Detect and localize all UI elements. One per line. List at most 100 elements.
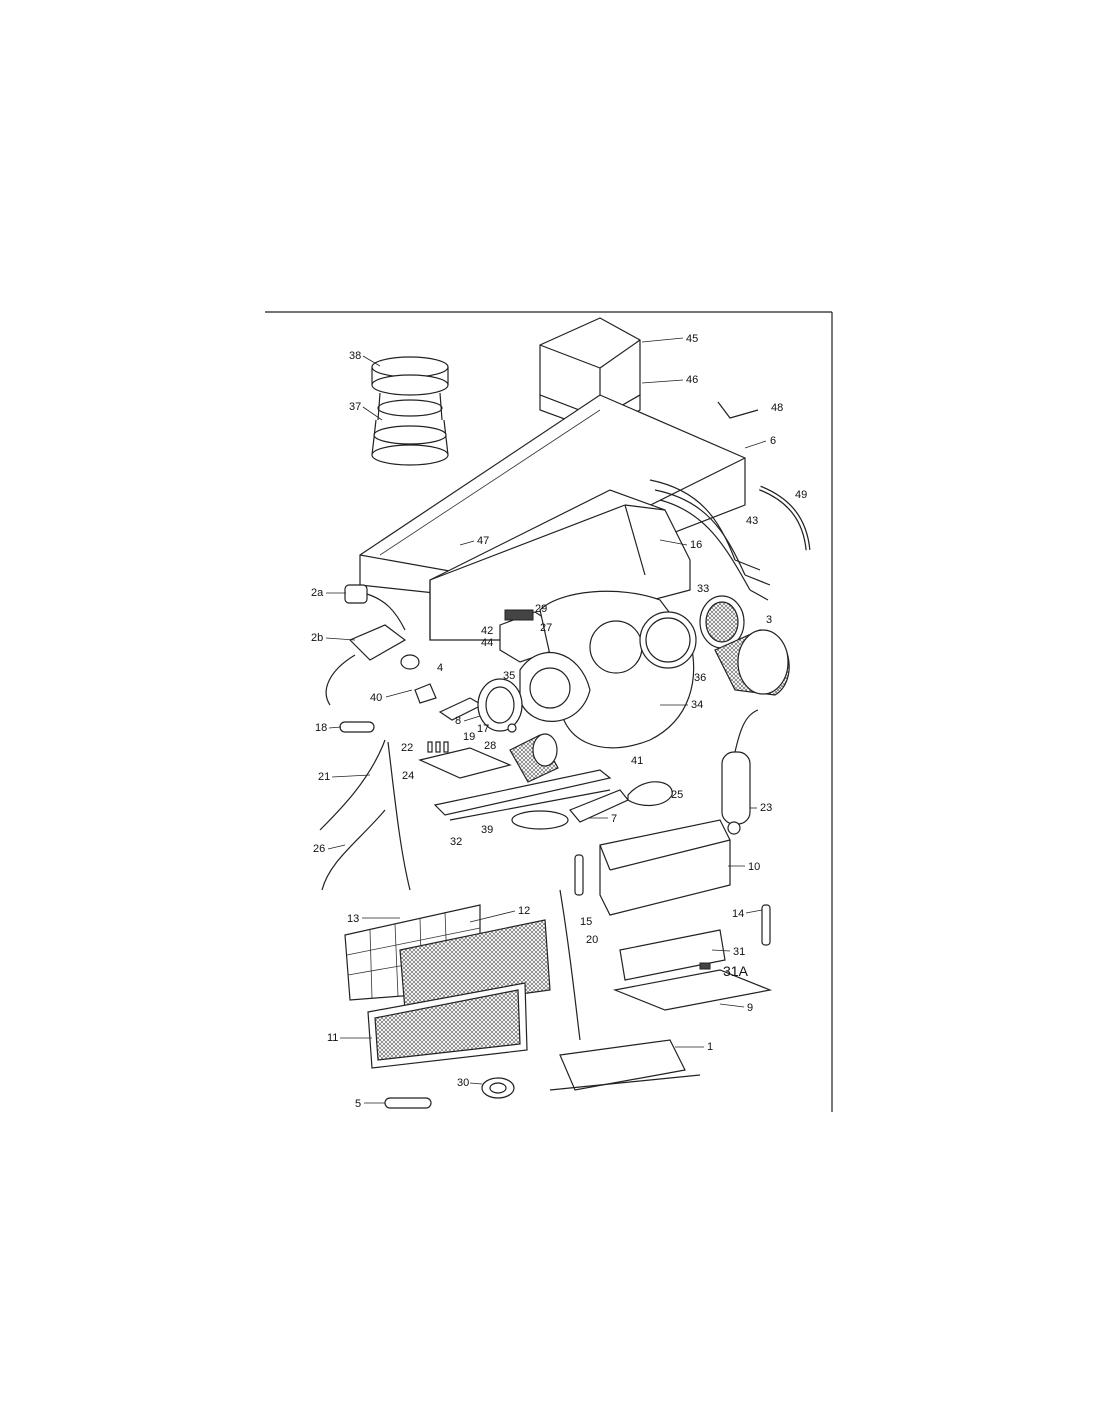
callout-11: 11 bbox=[327, 1032, 372, 1044]
callout-18: 18 bbox=[315, 722, 342, 734]
callout-label: 2a bbox=[311, 587, 324, 599]
callout-label: 46 bbox=[686, 374, 698, 386]
callout-label: 24 bbox=[402, 770, 414, 782]
part-strap-18 bbox=[339, 721, 375, 733]
callout-4: 4 bbox=[437, 662, 443, 674]
callout-43: 43 bbox=[746, 515, 758, 527]
callout-label: 3 bbox=[766, 614, 772, 626]
callout-41: 41 bbox=[631, 755, 643, 767]
callout-44: 44 bbox=[481, 637, 493, 649]
callout-25: 25 bbox=[671, 789, 683, 801]
callout-45: 45 bbox=[641, 333, 698, 345]
callout-3: 3 bbox=[766, 614, 772, 626]
callout-5: 5 bbox=[355, 1098, 385, 1110]
callout-label: 7 bbox=[611, 813, 617, 825]
callout-label: 2b bbox=[311, 632, 323, 644]
callout-17: 17 bbox=[477, 723, 489, 735]
part-control-panel bbox=[612, 929, 773, 1011]
part-grommet-30 bbox=[481, 1077, 515, 1099]
callout-8: 8 bbox=[455, 715, 481, 727]
part-capacitor bbox=[721, 709, 759, 835]
callout-42: 42 bbox=[481, 625, 493, 637]
callout-13: 13 bbox=[347, 913, 400, 925]
callout-label: 37 bbox=[349, 401, 361, 413]
callout-label: 4 bbox=[437, 662, 443, 674]
callout-24: 24 bbox=[402, 770, 414, 782]
callout-label: 19 bbox=[463, 731, 475, 743]
callout-label: 18 bbox=[315, 722, 327, 734]
part-grease-filter-11 bbox=[367, 982, 528, 1069]
callout-label: 30 bbox=[457, 1077, 469, 1089]
callout-label: 6 bbox=[770, 435, 776, 447]
part-rail bbox=[433, 769, 612, 821]
callout-label: 20 bbox=[586, 934, 598, 946]
callout-10: 10 bbox=[728, 861, 760, 873]
callout-31: 31 bbox=[711, 946, 745, 958]
callout-label: 28 bbox=[484, 740, 496, 752]
part-electrical-box bbox=[599, 819, 731, 916]
callout-35: 35 bbox=[503, 670, 515, 682]
part-motor bbox=[477, 678, 523, 733]
callout-21: 21 bbox=[318, 771, 371, 783]
part-ring-33 bbox=[699, 595, 745, 649]
callout-label: 25 bbox=[671, 789, 683, 801]
callout-label: 12 bbox=[518, 905, 530, 917]
callout-label: 45 bbox=[686, 333, 698, 345]
callout-33: 33 bbox=[697, 583, 709, 595]
part-filter-drum-3 bbox=[714, 629, 790, 696]
callout-22: 22 bbox=[401, 742, 413, 754]
callout-label: 40 bbox=[370, 692, 382, 704]
callout-label: 38 bbox=[349, 350, 361, 362]
callout-label: 35 bbox=[503, 670, 515, 682]
callout-6: 6 bbox=[744, 435, 776, 449]
callout-label: 9 bbox=[747, 1002, 753, 1014]
callout-12: 12 bbox=[469, 905, 530, 923]
part-adapter-rings bbox=[371, 356, 449, 466]
callout-label: 32 bbox=[450, 836, 462, 848]
callout-40: 40 bbox=[370, 689, 413, 704]
callout-label: 42 bbox=[481, 625, 493, 637]
part-fan-scroll bbox=[519, 590, 697, 749]
callout-label: 16 bbox=[690, 539, 702, 551]
callout-7: 7 bbox=[588, 813, 617, 825]
callout-label: 36 bbox=[694, 672, 706, 684]
callout-label: 1 bbox=[707, 1041, 713, 1053]
callout-label: 34 bbox=[691, 699, 703, 711]
callout-9: 9 bbox=[719, 1002, 753, 1014]
part-plugs bbox=[325, 584, 407, 706]
callout-label: 5 bbox=[355, 1098, 361, 1110]
callout-31A: 31A bbox=[723, 963, 749, 979]
callout-16: 16 bbox=[659, 539, 702, 551]
callout-38: 38 bbox=[349, 350, 381, 367]
part-bracket bbox=[717, 401, 759, 419]
part-strap-5 bbox=[384, 1097, 432, 1109]
callout-label: 47 bbox=[477, 535, 489, 547]
callout-label: 39 bbox=[481, 824, 493, 836]
callout-label: 14 bbox=[732, 908, 744, 920]
callout-label: 48 bbox=[771, 402, 783, 414]
callout-label: 41 bbox=[631, 755, 643, 767]
part-rod-14 bbox=[761, 904, 771, 946]
part-cylinder-filter-28 bbox=[509, 733, 559, 783]
callout-label: 29 bbox=[535, 603, 547, 615]
callout-28: 28 bbox=[484, 740, 496, 752]
callout-39: 39 bbox=[481, 824, 493, 836]
callout-27: 27 bbox=[540, 622, 552, 634]
callout-label: 27 bbox=[540, 622, 552, 634]
part-cable-harness bbox=[649, 479, 771, 601]
callout-46: 46 bbox=[641, 374, 698, 386]
callout-32: 32 bbox=[450, 836, 462, 848]
part-cover bbox=[549, 1039, 701, 1091]
callout-label: 43 bbox=[746, 515, 758, 527]
callout-label: 17 bbox=[477, 723, 489, 735]
callout-label: 23 bbox=[760, 802, 772, 814]
callout-label: 44 bbox=[481, 637, 493, 649]
callout-49: 49 bbox=[795, 489, 807, 501]
callout-20: 20 bbox=[586, 934, 598, 946]
callout-1: 1 bbox=[675, 1041, 713, 1053]
callout-label: 21 bbox=[318, 771, 330, 783]
callout-2a: 2a bbox=[311, 587, 346, 599]
callout-47: 47 bbox=[459, 535, 489, 547]
